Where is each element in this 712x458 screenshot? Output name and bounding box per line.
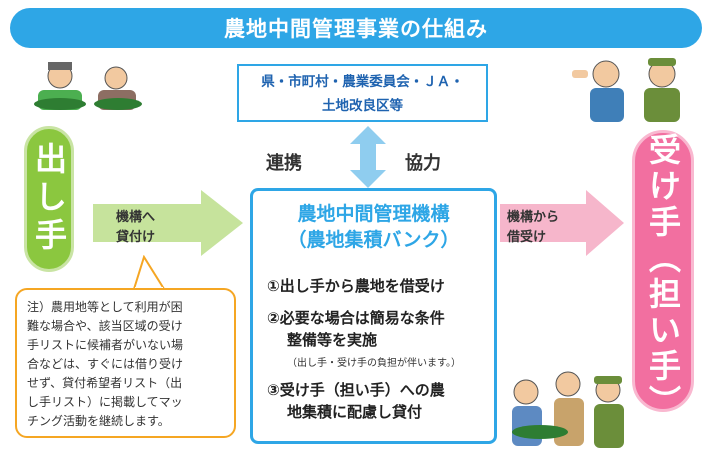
borrow-from-bank-label: 機構から 借受け	[507, 210, 560, 245]
farmer-illustration	[34, 62, 142, 110]
step-2: ②必要な場合は簡易な条件 整備等を実施	[267, 309, 445, 349]
partner-organizations-box: 県・市町村・農業委員会・ＪＡ・ 土地改良区等	[237, 64, 488, 122]
step-2-note: （出し手・受け手の負担が伴います。）	[287, 358, 461, 369]
partners-line1: 県・市町村・農業委員会・ＪＡ・	[261, 74, 464, 90]
double-arrow-icon	[350, 126, 386, 188]
farmer-illustration	[512, 371, 624, 448]
collaboration-label: 協力	[405, 153, 441, 174]
cooperation-label: 連携	[266, 153, 302, 174]
lend-to-bank-label: 機構へ 貸付け	[116, 210, 156, 245]
farmland-bank-box: 農地中間管理機構 （農地集積バンク） ①出し手から農地を借受け ②必要な場合は簡…	[250, 188, 497, 444]
note-box: 注）農用地等として利用が困 難な場合や、該当区域の受け 手リストに候補者がいない…	[15, 288, 236, 438]
receiver-label: 受け手（担い手）	[632, 130, 694, 421]
right-arrow-icon	[500, 190, 624, 256]
farmland-bank-title: 農地中間管理機構 （農地集積バンク）	[287, 203, 460, 251]
partners-line2: 土地改良区等	[322, 98, 403, 114]
page-title: 農地中間管理事業の仕組み	[10, 8, 702, 48]
right-arrow-icon	[93, 190, 243, 256]
step-3: ③受け手（担い手）への農 地集積に配慮し貸付	[267, 381, 445, 421]
step-1: ①出し手から農地を借受け	[267, 277, 445, 295]
farmer-illustration	[572, 58, 680, 122]
callout-pointer	[132, 255, 166, 291]
giver-label: 出し手	[24, 126, 74, 272]
